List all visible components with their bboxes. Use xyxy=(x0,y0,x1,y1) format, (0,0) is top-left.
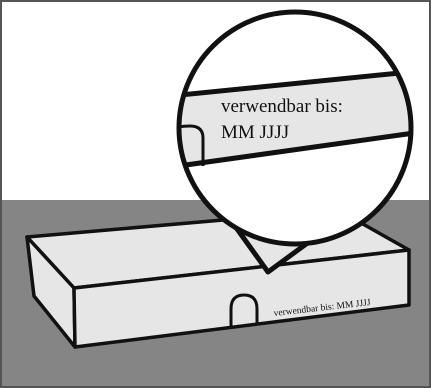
lens-label-band xyxy=(179,68,411,170)
medicine-box: verwendbar bis: MM JJJJ xyxy=(25,208,411,349)
lens-band-bottom-edge xyxy=(179,125,411,173)
lens-expiry-label-line2: MM JJJJ xyxy=(221,122,289,143)
lens-rim xyxy=(176,9,414,247)
magnifier-lens: verwendbar bis: MM JJJJ xyxy=(176,9,414,247)
box-arch xyxy=(229,293,259,326)
box-front-face xyxy=(72,248,411,349)
lens-arch xyxy=(179,124,205,168)
lens-expiry-label-line1: verwendbar bis: xyxy=(221,96,343,117)
